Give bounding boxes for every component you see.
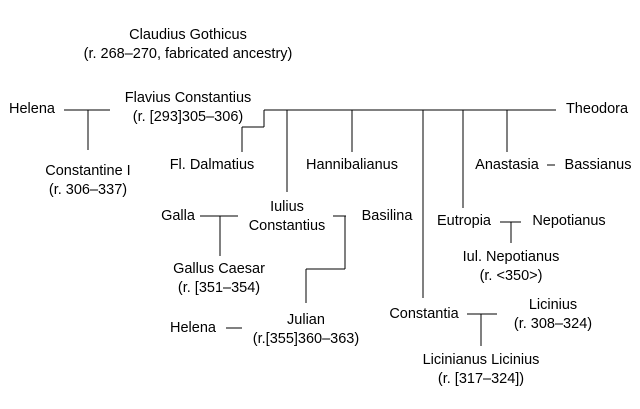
basilina-name: Basilina [361, 208, 413, 224]
julian-name: Julian [287, 312, 325, 328]
person-iul-nepotianus: Iul. Nepotianus (r. <350>) [446, 248, 576, 286]
constantius-name: Flavius Constantius [124, 90, 252, 106]
licinius-name: Licinius [528, 297, 578, 313]
licinianus-reign: (r. [317–324]) [437, 371, 525, 387]
person-hannibalianus: Hannibalianus [292, 156, 412, 175]
claudius-reign: (r. 268–270, fabricated ancestry) [83, 46, 293, 62]
licinianus-name: Licinianus Licinius [422, 352, 540, 368]
constantine-name: Constantine I [45, 163, 131, 179]
iul-nepotianus-reign: (r. <350>) [479, 268, 543, 284]
person-fl-dalmatius: Fl. Dalmatius [157, 156, 267, 175]
anastasia-name: Anastasia [475, 157, 539, 173]
iulius-name: Iulius [270, 199, 304, 215]
person-gallus-caesar: Gallus Caesar (r. [351–354) [158, 260, 280, 298]
person-nepotianus: Nepotianus [523, 212, 615, 231]
person-flavius-constantius: Flavius Constantius (r. [293]305–306) [108, 89, 268, 127]
nepotianus-name: Nepotianus [532, 213, 606, 229]
person-eutropia: Eutropia [426, 212, 502, 231]
person-licinianus-licinius: Licinianus Licinius (r. [317–324]) [406, 351, 556, 389]
claudius-name: Claudius Gothicus [129, 27, 247, 43]
galla-name: Galla [161, 208, 195, 224]
iulius-name-2: Constantius [248, 218, 326, 234]
person-helena-2: Helena [162, 319, 224, 338]
hannibalianus-name: Hannibalianus [306, 157, 398, 173]
gallus-name: Gallus Caesar [173, 261, 265, 277]
eutropia-name: Eutropia [436, 213, 491, 229]
person-constantine-i: Constantine I (r. 306–337) [28, 162, 148, 200]
person-galla: Galla [150, 207, 206, 226]
julian-reign: (r.[355]360–363) [252, 331, 360, 347]
person-anastasia: Anastasia [464, 156, 550, 175]
person-claudius-gothicus: Claudius Gothicus (r. 268–270, fabricate… [68, 26, 308, 64]
constantius-reign: (r. [293]305–306) [132, 109, 244, 125]
person-constantia: Constantia [378, 305, 470, 324]
person-theodora: Theodora [556, 100, 638, 119]
person-licinius: Licinius (r. 308–324) [498, 296, 608, 334]
helena-1-name: Helena [9, 101, 55, 117]
person-julian: Julian (r.[355]360–363) [244, 311, 368, 349]
gallus-reign: (r. [351–354) [177, 280, 261, 296]
bassianus-name: Bassianus [564, 157, 632, 173]
dalmatius-name: Fl. Dalmatius [169, 157, 255, 173]
theodora-name: Theodora [565, 101, 629, 117]
iul-nepotianus-name: Iul. Nepotianus [462, 249, 560, 265]
person-iulius-constantius: Iulius Constantius [237, 198, 337, 236]
helena-2-name: Helena [170, 320, 216, 336]
constantia-name: Constantia [389, 306, 459, 322]
person-bassianus: Bassianus [556, 156, 640, 175]
person-basilina: Basilina [352, 207, 422, 226]
person-helena-1: Helena [2, 100, 62, 119]
licinius-reign: (r. 308–324) [513, 316, 593, 332]
constantine-reign: (r. 306–337) [48, 182, 128, 198]
